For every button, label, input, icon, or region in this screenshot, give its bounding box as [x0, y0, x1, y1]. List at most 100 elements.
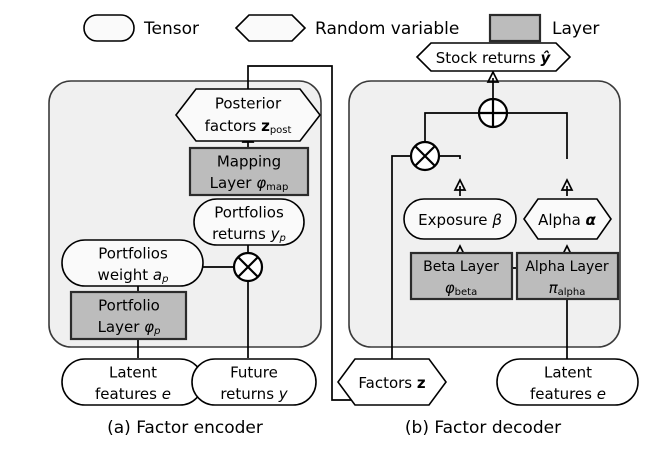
node-portfolio-layer[interactable]: Portfolio Layer φp — [69, 290, 188, 341]
mapping-layer-line1: Mapping — [217, 153, 281, 171]
latent-features-encoder-line2-pre: features — [95, 385, 162, 403]
mapping-layer-var: φ — [256, 174, 266, 192]
beta-layer-shape — [409, 251, 514, 301]
alpha-layer-var: π — [549, 279, 559, 297]
decoder-multiply-glyph — [414, 145, 436, 167]
latent-features-decoder-line2: features e — [530, 385, 606, 403]
edge-alpha-to-add — [507, 112, 568, 159]
decoder-add-glyph — [479, 99, 507, 127]
posterior-factors-line2-pre: factors — [205, 117, 262, 135]
node-factors[interactable]: Factors z — [337, 358, 447, 406]
node-beta-layer[interactable]: Beta Layer φbeta — [409, 251, 514, 301]
stock-returns-pre: Stock returns — [436, 49, 541, 67]
node-alpha-layer[interactable]: Alpha Layer πalpha — [515, 251, 620, 301]
latent-features-decoder-line1: Latent — [544, 364, 592, 382]
exposure-label: Exposure β — [418, 211, 502, 229]
beta-layer-line1: Beta Layer — [423, 259, 499, 275]
future-returns-line2: returns y — [220, 385, 288, 403]
posterior-factors-sub: post — [270, 125, 292, 136]
future-returns-line2-pre: returns — [220, 385, 278, 403]
latent-features-decoder-line2-pre: features — [530, 385, 597, 403]
edge-multiply-to-add — [424, 112, 479, 142]
legend-item-layer: Layer — [488, 13, 599, 43]
node-stock-returns[interactable]: Stock returns ŷ — [415, 42, 572, 72]
alpha-layer-line2: πalpha — [549, 279, 586, 299]
alpha-layer-sub: alpha — [558, 287, 586, 298]
legend-item-random-variable: Random variable — [234, 14, 459, 42]
portfolio-layer-var: φ — [144, 318, 154, 336]
portfolios-returns-var: y — [270, 225, 281, 243]
stock-returns-shape — [415, 42, 572, 72]
alpha-label: Alpha α — [538, 211, 596, 229]
node-portfolios-returns[interactable]: Portfolios returns yp — [193, 198, 305, 246]
beta-layer-sub: beta — [455, 287, 478, 298]
alpha-shape — [523, 198, 612, 240]
caption-factor-decoder: (b) Factor decoder — [405, 418, 561, 438]
node-posterior-factors[interactable]: Posterior factors zpost — [174, 88, 322, 142]
latent-features-encoder-line2: features e — [95, 385, 171, 403]
exposure-var: β — [491, 211, 502, 229]
node-exposure[interactable]: Exposure β — [403, 198, 517, 240]
portfolio-layer-line1: Portfolio — [98, 297, 160, 315]
portfolio-layer-sub: p — [153, 326, 160, 337]
operator-encoder-multiply — [232, 251, 264, 283]
portfolio-layer-line2: Layer φp — [98, 318, 161, 338]
future-returns-line1: Future — [230, 364, 278, 382]
posterior-factors-line1: Posterior — [215, 95, 282, 113]
encoder-multiply-glyph — [237, 256, 259, 278]
alpha-pre: Alpha — [538, 211, 585, 229]
portfolios-returns-line2: returns yp — [212, 225, 286, 245]
node-alpha[interactable]: Alpha α — [523, 198, 612, 240]
stock-returns-label: Stock returns ŷ — [436, 49, 552, 67]
portfolios-weight-var: a — [153, 266, 162, 284]
mapping-layer-sub: map — [266, 182, 288, 193]
portfolios-returns-line1: Portfolios — [214, 204, 284, 222]
portfolio-layer-line2-pre: Layer — [98, 318, 145, 336]
operator-decoder-multiply — [409, 140, 441, 172]
edge-exposure-to-multiply — [439, 155, 461, 159]
portfolios-weight-line2-pre: weight — [98, 266, 153, 284]
alpha-var: α — [586, 211, 597, 229]
latent-features-decoder-shape — [496, 358, 639, 406]
portfolios-returns-shape — [193, 198, 305, 246]
legend-item-tensor: Tensor — [83, 14, 199, 42]
arrowhead-alpha-layer-to-alpha — [560, 178, 574, 191]
legend: Tensor Random variable Layer — [83, 13, 599, 43]
exposure-shape — [403, 198, 517, 240]
node-latent-features-encoder[interactable]: Latent features e — [61, 358, 204, 406]
posterior-factors-var: z — [261, 117, 270, 135]
alpha-layer-line1: Alpha Layer — [525, 259, 609, 275]
legend-layer-swatch — [488, 13, 542, 43]
caption-factor-encoder: (a) Factor encoder — [107, 418, 263, 438]
portfolios-returns-line2-pre: returns — [212, 225, 270, 243]
legend-tensor-label: Tensor — [143, 19, 199, 39]
latent-features-encoder-line1: Latent — [109, 364, 157, 382]
portfolios-weight-sub: p — [161, 274, 168, 285]
node-mapping-layer[interactable]: Mapping Layer φmap — [188, 146, 310, 197]
future-returns-shape — [191, 358, 317, 406]
alpha-layer-shape — [515, 251, 620, 301]
latent-features-encoder-var: e — [162, 385, 171, 403]
exposure-pre: Exposure — [418, 211, 492, 229]
operator-decoder-add — [477, 97, 509, 129]
legend-random-variable-label: Random variable — [315, 19, 459, 39]
node-future-returns[interactable]: Future returns y — [191, 358, 317, 406]
legend-tensor-swatch — [83, 14, 135, 42]
latent-features-decoder-var: e — [597, 385, 606, 403]
portfolio-layer-shape — [69, 290, 188, 341]
node-portfolios-weight[interactable]: Portfolios weight ap — [61, 239, 204, 287]
arrowhead-add-to-stock-returns — [486, 70, 500, 83]
posterior-factors-line2: factors zpost — [205, 117, 292, 137]
legend-layer-label: Layer — [552, 19, 599, 39]
beta-layer-var: φ — [445, 279, 455, 297]
factors-label: Factors z — [358, 374, 426, 392]
node-latent-features-decoder[interactable]: Latent features e — [496, 358, 639, 406]
beta-layer-line2: φbeta — [445, 279, 477, 299]
arrowhead-beta-layer-to-exposure — [453, 178, 467, 191]
portfolios-weight-line2: weight ap — [98, 266, 169, 286]
factors-var: z — [417, 374, 426, 392]
portfolios-returns-sub: p — [278, 233, 285, 244]
edge-factors-to-multiply — [391, 155, 411, 362]
